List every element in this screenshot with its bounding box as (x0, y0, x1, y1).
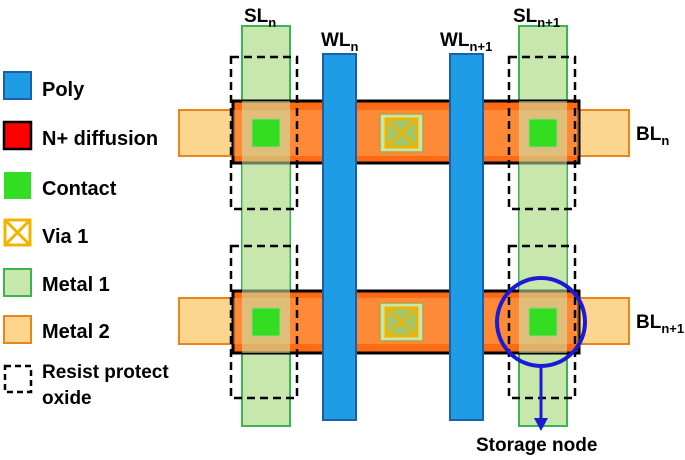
rpo-region-top-right (507, 55, 577, 211)
legend-label-metal1: Metal 1 (42, 274, 110, 296)
legend-label-rpo-line2: oxide (42, 388, 92, 409)
legend-label-metal2: Metal 2 (42, 321, 110, 343)
label-bl-n1: BLn+1 (636, 312, 684, 336)
label-sl-n1: SLn+1 (513, 6, 560, 30)
rpo-region-top-left (229, 55, 299, 211)
legend-label-rpo: Resist protect (42, 362, 169, 383)
via1-top (379, 113, 424, 153)
legend-swatch-n-diffusion (2, 120, 33, 151)
contact-bottom-left (251, 307, 281, 337)
legend-label-via1: Via 1 (42, 226, 88, 248)
contact-top-right (528, 118, 558, 148)
label-bl-n: BLn (636, 124, 669, 148)
legend-swatch-contact (4, 172, 31, 199)
legend-label-n-diffusion: N+ diffusion (42, 128, 158, 150)
legend-swatch-rpo (3, 364, 33, 394)
legend-swatch-metal2 (3, 315, 32, 344)
contact-top-left (251, 118, 281, 148)
legend-label-poly: Poly (42, 79, 85, 101)
rpo-region-bottom-left (229, 244, 299, 400)
label-sl-n: SLn (244, 6, 276, 30)
poly-word-line-n1 (449, 53, 484, 421)
label-storage-node: Storage node (476, 435, 597, 456)
legend-label-contact: Contact (42, 178, 117, 200)
poly-word-line-n (322, 53, 357, 421)
legend: Poly N+ diffusion Contact Via 1 Metal 1 … (2, 71, 169, 409)
via1-bottom (379, 302, 424, 342)
label-wl-n1: WLn+1 (440, 30, 492, 54)
legend-swatch-via1 (3, 218, 32, 247)
legend-swatch-metal1 (3, 268, 32, 297)
legend-swatch-poly (3, 71, 32, 100)
contact-bottom-right (528, 307, 558, 337)
storage-node-arrow-head (534, 418, 548, 431)
label-wl-n: WLn (321, 30, 359, 54)
